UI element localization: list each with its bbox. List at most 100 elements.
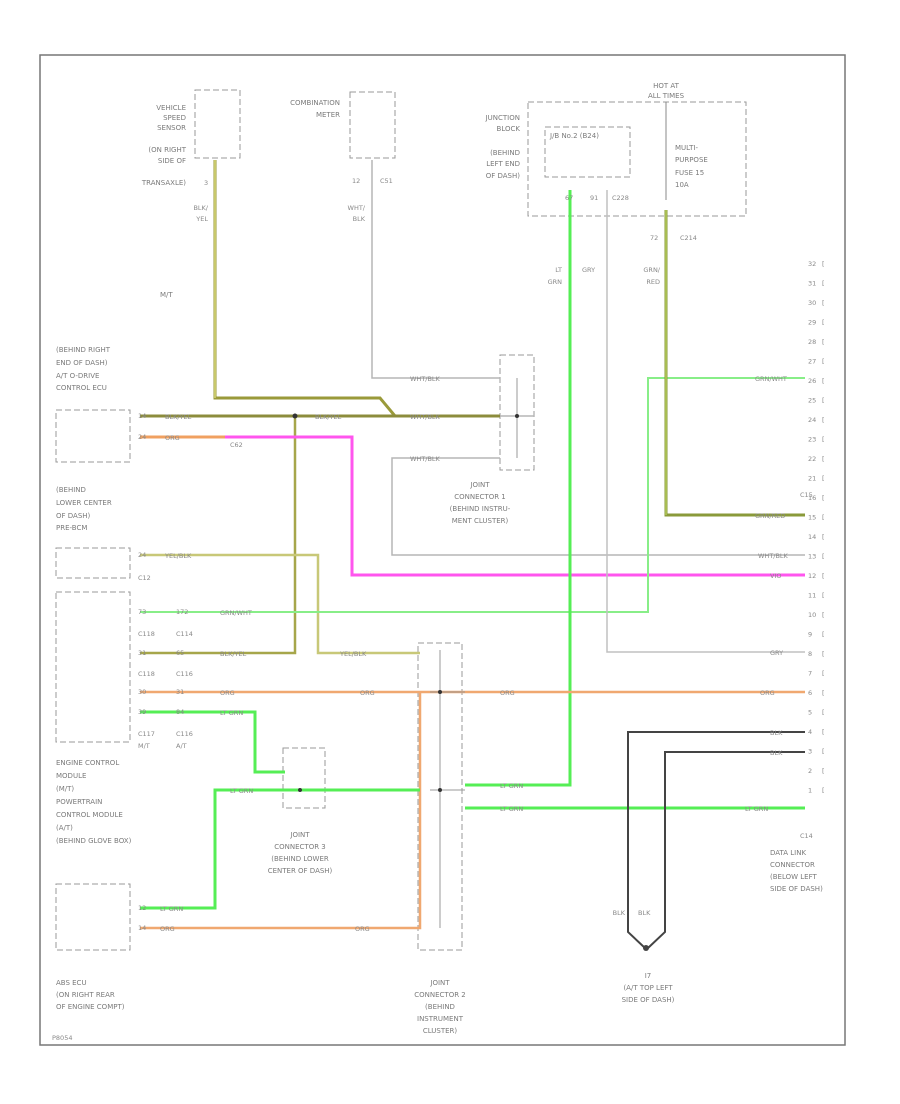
- svg-text:LT GRN: LT GRN: [500, 782, 523, 790]
- svg-text:BLK/YEL: BLK/YEL: [165, 413, 192, 421]
- svg-text:SENSOR: SENSOR: [157, 124, 186, 132]
- svg-text:BLK: BLK: [638, 909, 651, 917]
- dlc-pin-16: 16: [808, 494, 816, 502]
- meter-label: COMBINATION METER 12 C51: [290, 99, 393, 185]
- diagram-frame: [39, 54, 846, 1046]
- svg-text:J/B No.2 (B24): J/B No.2 (B24): [549, 132, 599, 140]
- dlc-pin-4: 4: [808, 728, 812, 736]
- dlc-pin-26: 26: [808, 377, 816, 385]
- svg-text:CONTROL ECU: CONTROL ECU: [56, 384, 107, 392]
- dlc-pin-bracket: [: [822, 689, 825, 697]
- svg-text:VIO: VIO: [770, 572, 781, 580]
- wire-blk-1: [627, 731, 805, 949]
- dlc-pin-bracket: [: [822, 299, 825, 307]
- svg-text:24: 24: [138, 551, 146, 559]
- svg-text:INSTRUMENT: INSTRUMENT: [417, 1015, 464, 1023]
- dlc-pin-bracket: [: [822, 592, 825, 600]
- svg-text:A/T O-DRIVE: A/T O-DRIVE: [56, 372, 99, 380]
- jc1-label: JOINT CONNECTOR 1 (BEHIND INSTRU- MENT C…: [450, 481, 511, 525]
- svg-text:GRN/WHT: GRN/WHT: [220, 609, 252, 617]
- wire-lt-grn-abs: [140, 788, 300, 910]
- svg-text:ORG: ORG: [500, 689, 515, 697]
- svg-text:C14: C14: [800, 832, 813, 840]
- dlc-pin-5: 5: [808, 709, 812, 717]
- vss-label: VEHICLE SPEED SENSOR (ON RIGHT SIDE OF T…: [141, 104, 208, 187]
- wire-yel-blk: [140, 553, 420, 655]
- svg-text:CLUSTER): CLUSTER): [423, 1027, 458, 1035]
- svg-text:FUSE 15: FUSE 15: [675, 169, 704, 177]
- svg-text:C15: C15: [800, 491, 813, 499]
- svg-text:METER: METER: [316, 111, 340, 119]
- svg-text:GRY: GRY: [582, 266, 595, 274]
- svg-text:BLK: BLK: [770, 749, 783, 757]
- joint-connector-3: [282, 747, 326, 809]
- svg-text:I7: I7: [645, 972, 652, 980]
- svg-text:C114: C114: [176, 630, 193, 638]
- svg-text:OF DASH): OF DASH): [56, 512, 91, 520]
- svg-text:COMBINATION: COMBINATION: [290, 99, 340, 107]
- dlc-pin-bracket: [: [822, 338, 825, 346]
- svg-text:172: 172: [176, 608, 188, 616]
- svg-text:OF DASH): OF DASH): [486, 172, 521, 180]
- dlc-label: DATA LINK CONNECTOR (BELOW LEFT SIDE OF …: [770, 491, 823, 893]
- svg-text:JOINT: JOINT: [289, 831, 310, 839]
- dlc-pin-bracket: [: [822, 553, 825, 561]
- svg-text:(BEHIND: (BEHIND: [425, 1003, 455, 1011]
- dlc-pin-bracket: [: [822, 631, 825, 639]
- svg-text:PURPOSE: PURPOSE: [675, 156, 708, 164]
- wire-lt-grn-ecm: [140, 710, 285, 774]
- svg-text:SIDE OF: SIDE OF: [158, 157, 186, 165]
- svg-text:C12: C12: [138, 574, 151, 582]
- svg-text:HOT AT: HOT AT: [653, 82, 680, 90]
- svg-text:73: 73: [138, 608, 146, 616]
- wire-grn-wht: [140, 377, 805, 613]
- dlc-pin-3: 3: [808, 748, 812, 756]
- svg-text:CONNECTOR 2: CONNECTOR 2: [414, 991, 466, 999]
- dlc-pin-bracket: [: [822, 397, 825, 405]
- wire-gry: [606, 190, 805, 653]
- wire-wht-blk-dlc: [391, 457, 805, 556]
- svg-text:(A/T TOP LEFT: (A/T TOP LEFT: [623, 984, 673, 992]
- svg-text:(BEHIND RIGHT: (BEHIND RIGHT: [56, 346, 111, 354]
- svg-text:YEL/BLK: YEL/BLK: [164, 552, 192, 560]
- dlc-pin-8: 8: [808, 650, 812, 658]
- svg-text:JOINT: JOINT: [429, 979, 450, 987]
- svg-text:GRN/: GRN/: [643, 266, 660, 274]
- svg-text:SIDE OF DASH): SIDE OF DASH): [622, 996, 675, 1004]
- svg-text:39: 39: [138, 708, 146, 716]
- svg-text:12: 12: [138, 904, 146, 912]
- dlc-pin-24: 24: [808, 416, 816, 424]
- dlc-pin-bracket: [: [822, 767, 825, 775]
- svg-text:3: 3: [204, 179, 208, 187]
- svg-text:A/T: A/T: [176, 742, 187, 750]
- svg-text:BLK/YEL: BLK/YEL: [220, 650, 247, 658]
- abs-label: 12 14 ABS ECU (ON RIGHT REAR OF ENGINE C…: [56, 904, 146, 1011]
- dlc-pin-11: 11: [808, 592, 816, 600]
- svg-text:LT GRN: LT GRN: [220, 709, 243, 717]
- dlc-pin-bracket: [: [822, 260, 825, 268]
- svg-text:31: 31: [138, 649, 146, 657]
- fuse-label: HOT AT ALL TIMES MULTI- PURPOSE FUSE 15 …: [648, 82, 708, 242]
- cruise-label: (BEHIND RIGHT END OF DASH) A/T O-DRIVE C…: [56, 346, 243, 449]
- dlc-pin-bracket: [: [822, 670, 825, 678]
- dlc-pin-13: 13: [808, 553, 816, 561]
- svg-text:BLK/: BLK/: [193, 204, 208, 212]
- svg-text:WHT/BLK: WHT/BLK: [410, 413, 441, 421]
- dlc-pin-25: 25: [808, 397, 816, 405]
- dlc-pin-bracket: [: [822, 611, 825, 619]
- svg-text:CONNECTOR 1: CONNECTOR 1: [454, 493, 506, 501]
- dlc-pin-10: 10: [808, 611, 816, 619]
- dlc-pin-bracket: [: [822, 650, 825, 658]
- dlc-pin-bracket: [: [822, 319, 825, 327]
- svg-text:(ON RIGHT REAR: (ON RIGHT REAR: [56, 991, 115, 999]
- svg-text:24: 24: [138, 433, 146, 441]
- svg-text:BLK: BLK: [770, 729, 783, 737]
- dlc-pin-7: 7: [808, 670, 812, 678]
- dlc-pin-12: 12: [808, 572, 816, 580]
- dlc-pin-31: 31: [808, 280, 816, 288]
- svg-text:CONNECTOR: CONNECTOR: [770, 861, 815, 869]
- svg-text:ORG: ORG: [165, 434, 180, 442]
- svg-text:65: 65: [176, 649, 184, 657]
- svg-text:C118: C118: [138, 630, 155, 638]
